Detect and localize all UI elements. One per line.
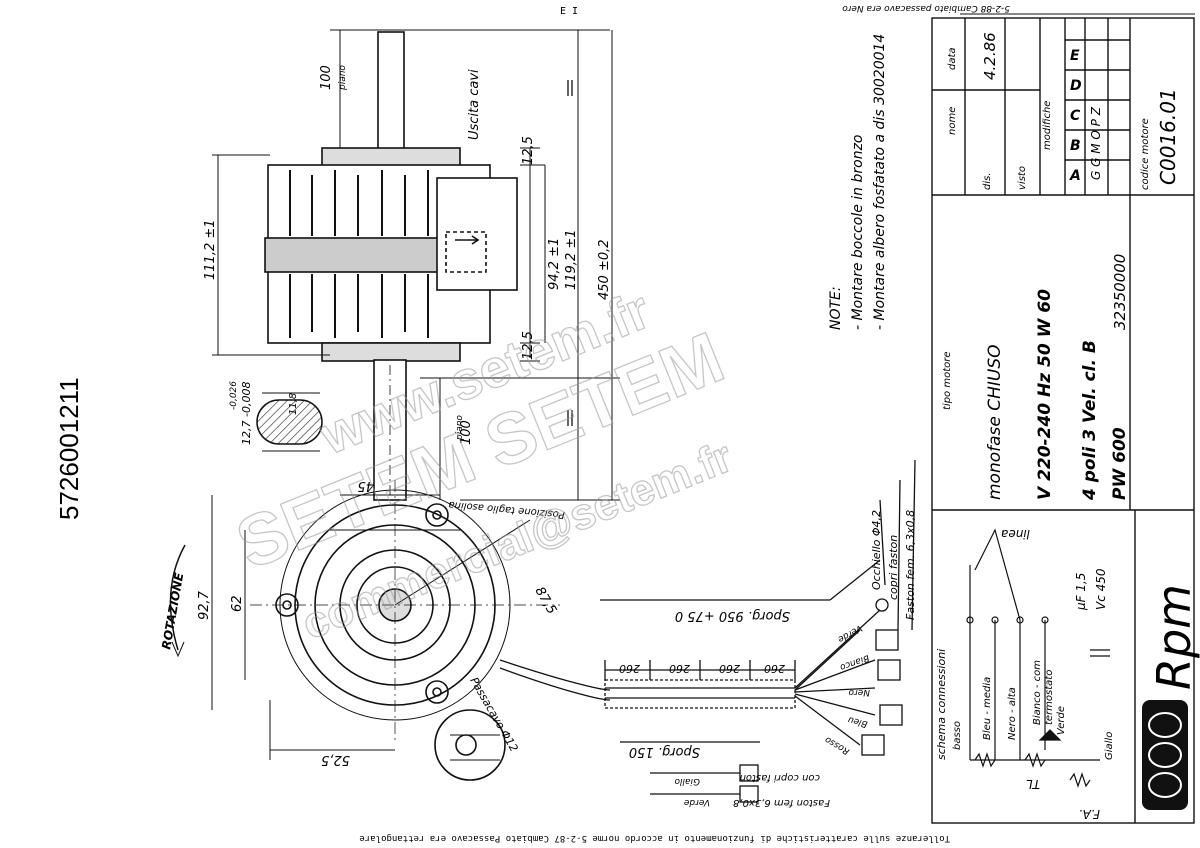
uscita-cavi: Uscita cavi bbox=[467, 69, 482, 140]
wire-verde-bottom: Verde bbox=[683, 797, 710, 807]
top-revision: 5-2-88 Cambiato passacavo era Nero bbox=[842, 3, 1010, 13]
dim-52-5: 52,5 bbox=[321, 752, 350, 767]
svg-text:F.A.: F.A. bbox=[1079, 807, 1100, 821]
footer-note: Tolleranze sulle caratteristiche di funz… bbox=[359, 833, 950, 843]
svg-text:-0,026: -0,026 bbox=[229, 381, 239, 410]
seg-1: 260 bbox=[619, 662, 640, 675]
motor-side-view bbox=[264, 31, 518, 501]
notes-line2: - Montare albero fosfatato a dis 3002001… bbox=[872, 34, 888, 330]
codice-value: C0016.01 bbox=[1156, 88, 1180, 185]
svg-text:Giallo: Giallo bbox=[1104, 732, 1115, 760]
dim-94-2: 94,2 ±1 bbox=[547, 238, 562, 290]
dim-450: 450 ±0,2 bbox=[597, 239, 612, 300]
svg-text:Vc 450: Vc 450 bbox=[1094, 568, 1108, 610]
dim-92-7: 92,7 bbox=[197, 590, 212, 620]
svg-text:11,8: 11,8 bbox=[288, 393, 299, 415]
dim-111-2: 111,2 ±1 bbox=[203, 219, 218, 280]
svg-text:TL: TL bbox=[1026, 777, 1040, 791]
mod-b: B bbox=[1070, 138, 1081, 154]
label-codice: codice motore bbox=[1140, 118, 1151, 190]
mod-a: A bbox=[1069, 168, 1081, 184]
logo-text: Rpm bbox=[1147, 584, 1200, 690]
dim-87-5: 87,5 bbox=[532, 585, 559, 618]
svg-text:Verde: Verde bbox=[1056, 706, 1067, 735]
shaft-section-detail: 12,7 -0,008 -0,026 11,8 bbox=[229, 381, 323, 452]
label-nome: nome bbox=[947, 107, 958, 135]
faston-bottom: Faston fem 6,3x0,8 bbox=[733, 797, 830, 808]
wire-bianco: Bianco bbox=[838, 652, 870, 672]
seg-3: 260 bbox=[719, 662, 740, 675]
dim-119-2: 119,2 ±1 bbox=[564, 229, 579, 290]
mod-e: E bbox=[1070, 48, 1080, 64]
wire-rosso: Rosso bbox=[823, 734, 852, 756]
notes-title: NOTE: bbox=[828, 286, 844, 330]
con-copri: con copri faston bbox=[740, 772, 820, 783]
specs-line1: V 220-240 Hz 50 W 60 bbox=[1035, 289, 1055, 500]
wire-giallo: Giallo bbox=[674, 776, 700, 786]
svg-text:µF 1,5: µF 1,5 bbox=[1074, 573, 1088, 611]
capacitor-box bbox=[436, 177, 518, 291]
dim-45: 45 bbox=[357, 478, 374, 493]
dim-62: 62 bbox=[230, 595, 245, 612]
dim-12-5-top: 12,5 bbox=[521, 136, 536, 165]
rpm-logo: Rpm bbox=[1142, 584, 1200, 810]
label-visto: visto bbox=[1017, 166, 1028, 190]
rotation-arrow bbox=[169, 544, 186, 651]
mod-rev-text: G G M O P Z bbox=[1089, 106, 1103, 180]
notes-line1: - Montare boccole in bronzo bbox=[850, 135, 866, 330]
faston-fem: Faston fem. 6,3x0,8 bbox=[904, 510, 917, 620]
date-value: 4.2.86 bbox=[981, 32, 999, 80]
svg-text:termostato: termostato bbox=[1044, 670, 1055, 725]
wire-nero: Nero bbox=[848, 687, 870, 697]
label-schema: schema connessioni bbox=[935, 649, 948, 760]
pw-line: PW 600 bbox=[1110, 427, 1130, 500]
pw-code: 32350000 bbox=[1111, 254, 1129, 330]
sporg-950: Sporg. 950 +75 0 bbox=[675, 608, 790, 623]
dimension-lines bbox=[212, 29, 620, 501]
mod-c: C bbox=[1070, 108, 1081, 124]
title-block bbox=[931, 17, 1195, 824]
occhiello: Occhiello Φ4,2 bbox=[870, 510, 883, 590]
dim-piano-top: piano bbox=[338, 65, 348, 91]
mod-d: D bbox=[1070, 78, 1082, 94]
specs-line2: 4 poli 3 Vel. cl. B bbox=[1080, 340, 1100, 501]
svg-text:basso: basso bbox=[952, 721, 963, 750]
copri-faston: copri faston bbox=[887, 535, 900, 600]
svg-text:linea: linea bbox=[1001, 527, 1030, 541]
svg-text:Nero - alta: Nero - alta bbox=[1007, 687, 1018, 740]
label-dis: dis. bbox=[982, 172, 993, 190]
dim-100-bottom: 100 bbox=[459, 420, 474, 445]
dim-piano-bottom: piano bbox=[455, 415, 465, 441]
dim-100-top: 100 bbox=[319, 65, 334, 90]
seg-4: 260 bbox=[764, 662, 785, 675]
label-modifiche: modifiche bbox=[1042, 101, 1053, 150]
seg-2: 260 bbox=[669, 662, 690, 675]
label-data: data bbox=[947, 47, 958, 70]
label-tipo: tipo motore bbox=[942, 351, 953, 410]
svg-text:Bleu - media: Bleu - media bbox=[982, 677, 993, 740]
notes: NOTE: - Montare boccole in bronzo - Mont… bbox=[828, 34, 888, 330]
top-mark: E I bbox=[560, 6, 578, 17]
rotazione-label: ROTAZIONE bbox=[159, 571, 186, 651]
svg-text:12,7 -0,008: 12,7 -0,008 bbox=[240, 382, 253, 445]
dim-12-5-bottom: 12,5 bbox=[521, 331, 536, 360]
connection-schematic bbox=[966, 528, 1110, 788]
wire-bleu: Bleu bbox=[847, 714, 869, 729]
sporg-150: Sporg. 150 bbox=[629, 744, 700, 759]
tipo-value: monofase CHIUSO bbox=[985, 344, 1005, 500]
part-number-label: 5726001211 bbox=[54, 377, 84, 520]
top-shaft bbox=[377, 31, 405, 151]
wire-harness bbox=[499, 459, 916, 803]
svg-text:Bianco - com: Bianco - com bbox=[1032, 660, 1043, 725]
part-number: 5726001211 bbox=[54, 377, 84, 520]
wire-verde: Verde bbox=[835, 622, 863, 644]
